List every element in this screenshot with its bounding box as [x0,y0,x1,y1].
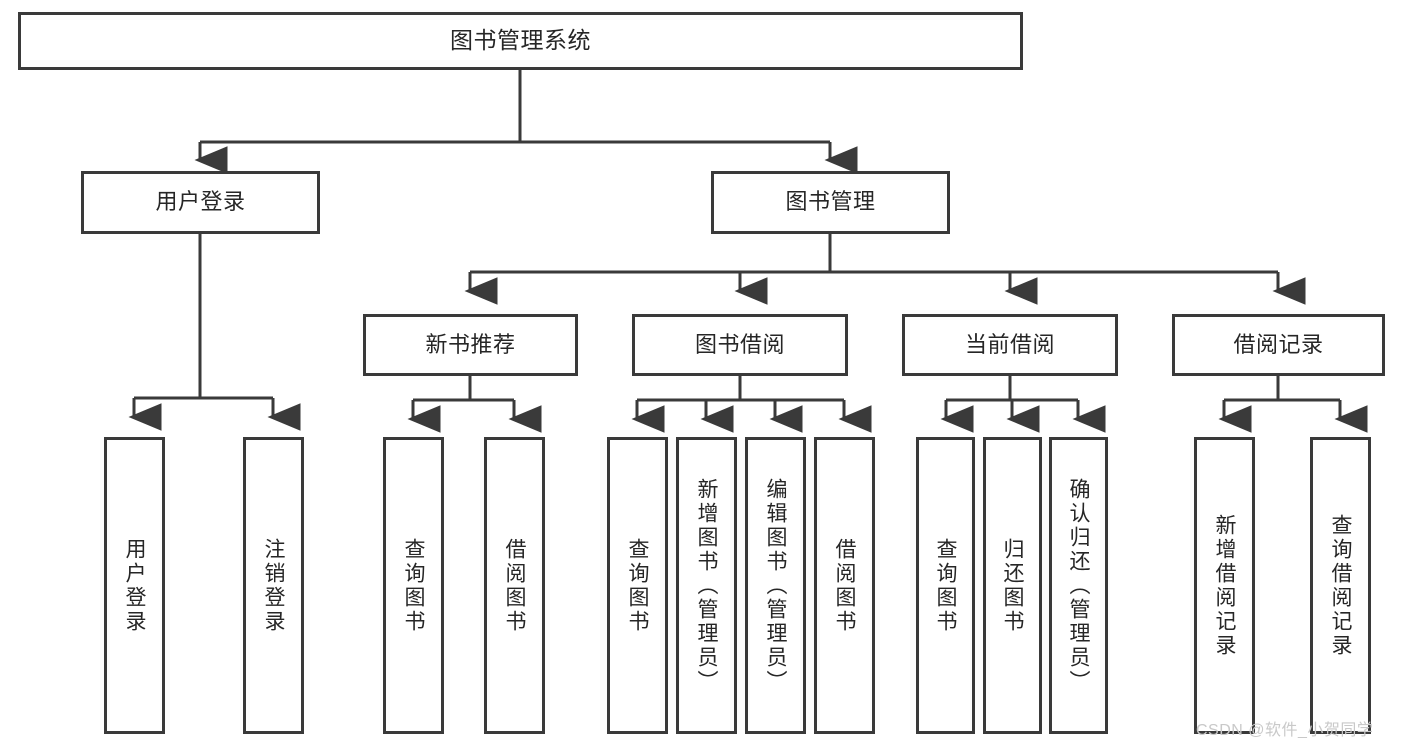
node-user-login-label: 用户登录 [155,189,246,215]
node-new-book-recommend[interactable]: 新书推荐 [363,314,578,376]
leaf-logout-login[interactable]: 注销登录 [243,437,304,734]
node-current-borrow[interactable]: 当前借阅 [902,314,1118,376]
leaf-logout-login-label: 注销登录 [262,537,285,634]
leaf-query-book-1-label: 查询图书 [402,537,425,634]
leaf-confirm-return[interactable]: 确认归还（管理员） [1049,437,1108,734]
leaf-query-record[interactable]: 查询借阅记录 [1310,437,1371,734]
leaf-query-book-3[interactable]: 查询图书 [916,437,975,734]
leaf-query-book-1[interactable]: 查询图书 [383,437,444,734]
node-borrow-record-label: 借阅记录 [1233,331,1324,357]
node-book-borrow[interactable]: 图书借阅 [632,314,848,376]
leaf-add-record-label: 新增借阅记录 [1213,513,1236,658]
leaf-query-book-2[interactable]: 查询图书 [607,437,668,734]
node-new-book-recommend-label: 新书推荐 [425,331,516,357]
leaf-borrow-book-1-label: 借阅图书 [503,537,526,634]
node-borrow-record[interactable]: 借阅记录 [1172,314,1385,376]
leaf-query-book-2-label: 查询图书 [626,537,649,634]
leaf-user-login-label: 用户登录 [123,537,146,634]
leaf-return-book-label: 归还图书 [1001,537,1024,634]
leaf-confirm-return-label: 确认归还（管理员） [1067,477,1090,694]
leaf-edit-book-label: 编辑图书（管理员） [764,477,787,694]
node-user-login[interactable]: 用户登录 [81,171,320,234]
node-root[interactable]: 图书管理系统 [18,12,1023,70]
leaf-add-record[interactable]: 新增借阅记录 [1194,437,1255,734]
leaf-borrow-book-2-label: 借阅图书 [833,537,856,634]
node-book-management[interactable]: 图书管理 [711,171,950,234]
leaf-query-record-label: 查询借阅记录 [1329,513,1352,658]
node-current-borrow-label: 当前借阅 [964,331,1055,357]
leaf-return-book[interactable]: 归还图书 [983,437,1042,734]
leaf-query-book-3-label: 查询图书 [934,537,957,634]
leaf-add-book[interactable]: 新增图书（管理员） [676,437,737,734]
leaf-borrow-book-1[interactable]: 借阅图书 [484,437,545,734]
leaf-borrow-book-2[interactable]: 借阅图书 [814,437,875,734]
node-book-borrow-label: 图书借阅 [694,331,785,357]
leaf-add-book-label: 新增图书（管理员） [695,477,718,694]
node-root-label: 图书管理系统 [450,27,591,54]
leaf-user-login[interactable]: 用户登录 [104,437,165,734]
leaf-edit-book[interactable]: 编辑图书（管理员） [745,437,806,734]
node-book-management-label: 图书管理 [785,189,876,215]
